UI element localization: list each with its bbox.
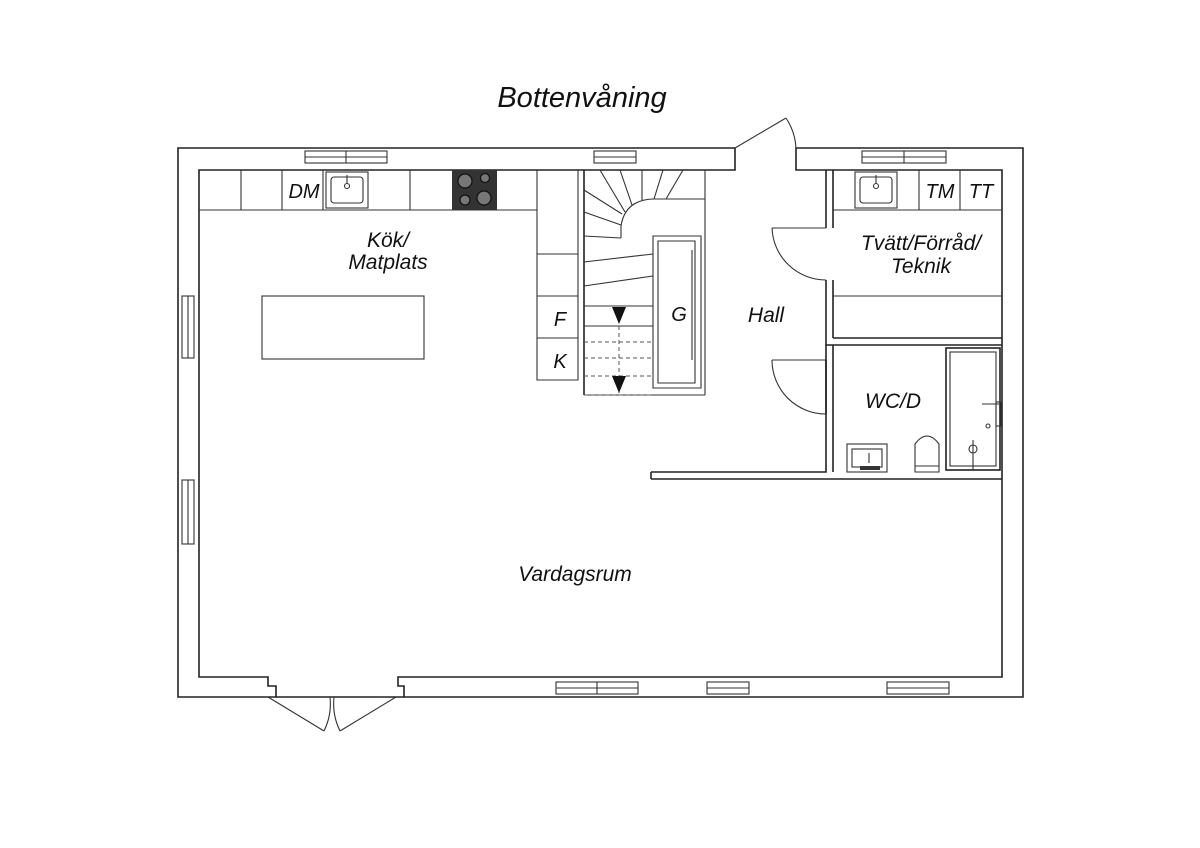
laundry-door bbox=[771, 227, 827, 281]
wardrobe-label: G bbox=[671, 304, 687, 326]
laundry-sink-icon bbox=[854, 171, 898, 209]
windows bbox=[181, 150, 950, 695]
wc-door bbox=[771, 359, 827, 415]
hob-icon bbox=[452, 170, 497, 210]
living-room-label: Vardagsrum bbox=[518, 563, 632, 586]
arrow-down-icon bbox=[612, 307, 626, 324]
shower-icon bbox=[945, 347, 1002, 471]
entrance-door bbox=[734, 117, 797, 149]
kitchen-label: Kök/ bbox=[367, 229, 411, 252]
laundry-fixtures bbox=[833, 170, 1002, 297]
wc-label: WC/D bbox=[865, 390, 921, 413]
toilet-icon bbox=[914, 435, 940, 473]
kitchen-counter bbox=[199, 170, 579, 381]
washbasin-icon bbox=[846, 443, 888, 473]
kitchen-label-line2: Matplats bbox=[348, 251, 428, 274]
dishwasher-label: DM bbox=[288, 181, 319, 203]
kitchen-sink-icon bbox=[325, 171, 369, 209]
hall-label: Hall bbox=[748, 304, 786, 327]
exterior-walls bbox=[177, 147, 1024, 698]
patio-door bbox=[267, 696, 397, 732]
interior-walls bbox=[650, 170, 1002, 480]
washing-machine-label: TM bbox=[926, 181, 955, 203]
laundry-label-line2: Teknik bbox=[891, 255, 952, 278]
freezer-label: K bbox=[553, 351, 568, 373]
plan-title: Bottenvåning bbox=[497, 82, 666, 114]
fridge-label: F bbox=[554, 309, 568, 331]
kitchen-island bbox=[261, 295, 425, 360]
staircase bbox=[583, 169, 706, 396]
tumble-dryer-label: TT bbox=[969, 181, 995, 203]
arrow-down-icon bbox=[612, 376, 626, 393]
laundry-label: Tvätt/Förråd/ bbox=[861, 232, 983, 255]
